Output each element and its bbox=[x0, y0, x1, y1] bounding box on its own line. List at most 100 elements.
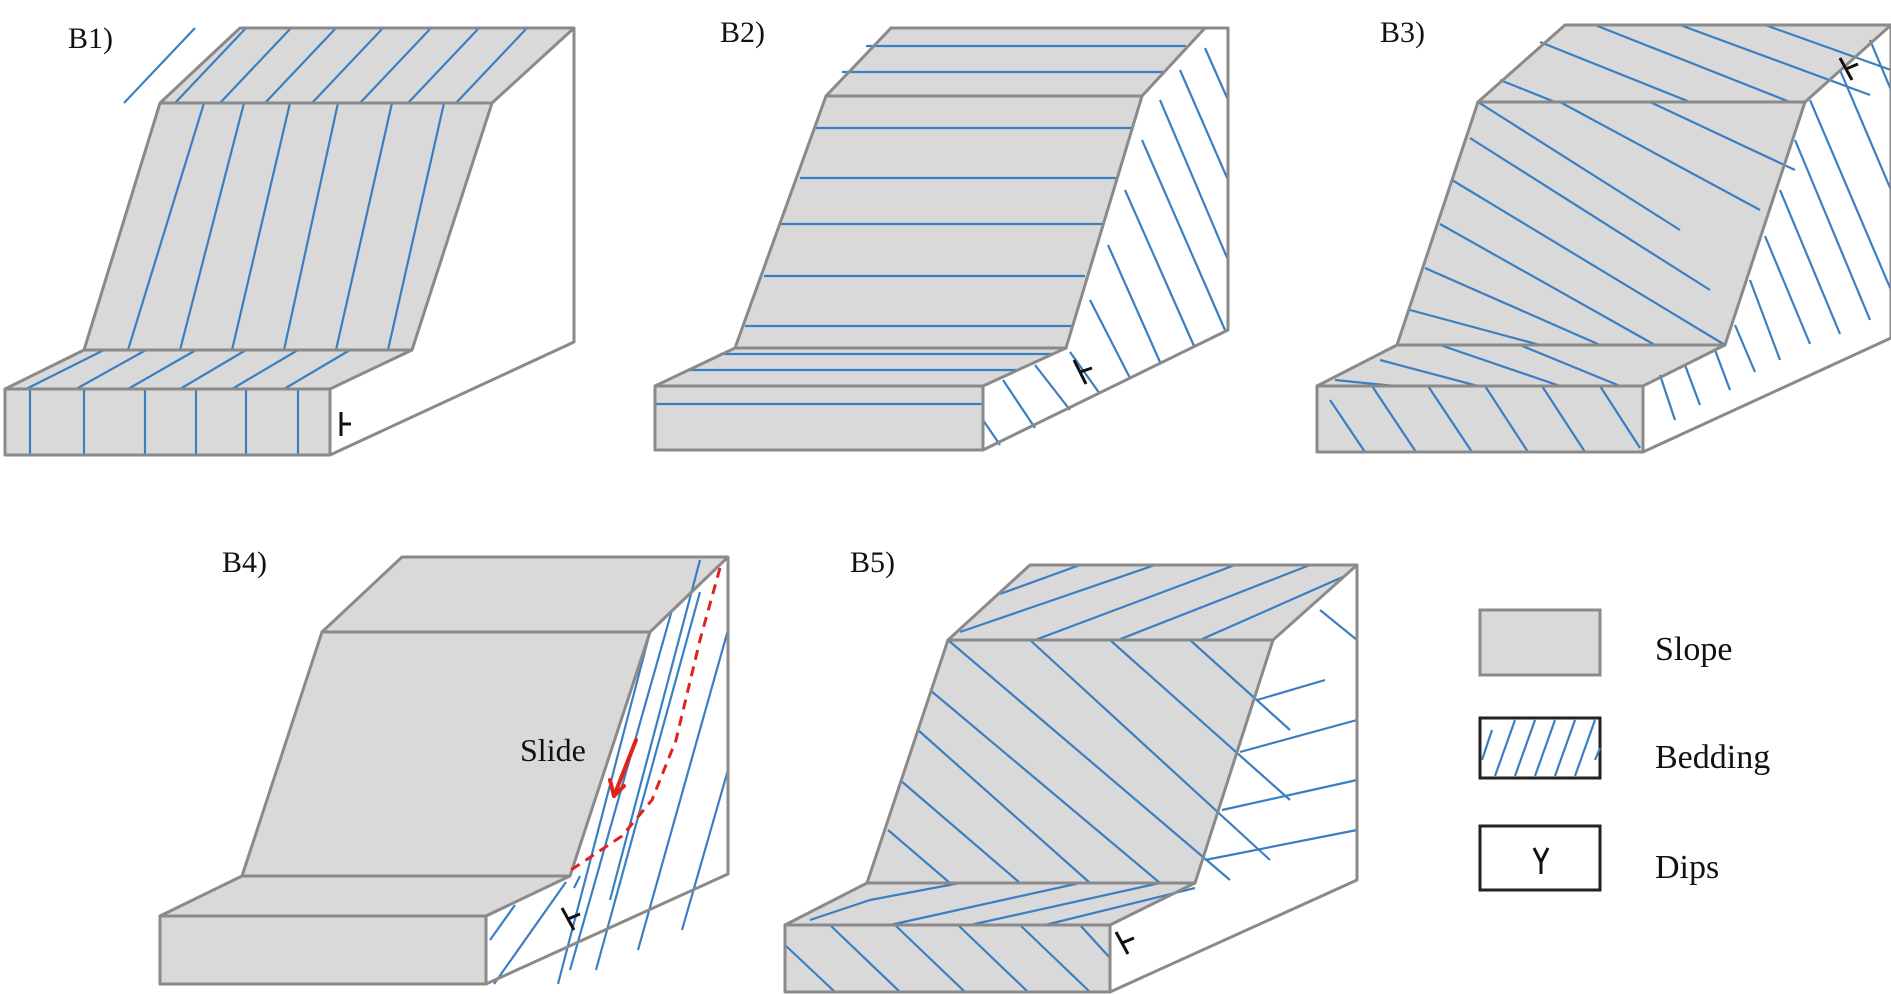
b1-faces bbox=[5, 28, 574, 455]
b3-dip-symbol bbox=[1838, 57, 1859, 81]
legend-dips-label: Dips bbox=[1655, 849, 1719, 886]
block-outline bbox=[1642, 25, 1891, 454]
bedding-line bbox=[1439, 223, 1656, 346]
slide-arrow-shaft bbox=[612, 738, 638, 798]
bedding-line bbox=[869, 881, 961, 902]
bedding-line bbox=[1256, 678, 1326, 702]
bedding-line bbox=[887, 829, 951, 884]
b2-bedding-lines bbox=[655, 44, 1230, 446]
bedding-line bbox=[917, 729, 1091, 884]
b1-label: B1) bbox=[68, 22, 113, 55]
b2-dip-symbol bbox=[1072, 359, 1093, 385]
bedding-line bbox=[283, 349, 351, 390]
bedding-line bbox=[680, 769, 730, 931]
bedding-line bbox=[231, 349, 299, 390]
bedding-line bbox=[230, 102, 292, 351]
bedding-line bbox=[1109, 639, 1291, 801]
bedding-line bbox=[1539, 40, 1691, 104]
bedding-line bbox=[282, 102, 340, 351]
b1-dip-symbol bbox=[339, 412, 351, 436]
bedding-line bbox=[999, 563, 1081, 596]
b4-bedding-lines bbox=[489, 559, 730, 985]
bedding-line bbox=[455, 27, 528, 104]
b4-slope-face bbox=[242, 632, 650, 876]
bedding-line bbox=[1808, 99, 1891, 291]
bedding-line bbox=[311, 27, 384, 104]
legend-dip-symbol bbox=[1532, 847, 1550, 874]
b1-bench-face bbox=[5, 350, 412, 389]
bedding-line bbox=[1480, 729, 1494, 761]
bedding-line bbox=[1838, 69, 1891, 191]
b4-side-face bbox=[486, 557, 728, 984]
bedding-line bbox=[386, 102, 446, 351]
bedding-line bbox=[334, 102, 394, 351]
b5-side-face bbox=[1110, 565, 1357, 992]
bedding-line bbox=[1239, 718, 1358, 754]
bedding-line bbox=[179, 349, 247, 390]
bedding-line bbox=[1778, 189, 1842, 335]
bedding-line bbox=[1573, 719, 1597, 777]
bedding-line bbox=[1658, 374, 1677, 421]
b2-front-face bbox=[655, 386, 983, 450]
b5-label: B5) bbox=[850, 546, 895, 579]
bedding-line bbox=[126, 102, 206, 351]
bedding-line bbox=[1649, 101, 1796, 171]
bedding-line bbox=[1713, 349, 1732, 391]
b4-front-face bbox=[160, 916, 486, 984]
bedding-line bbox=[1203, 47, 1230, 101]
b2-outlines bbox=[653, 26, 1230, 452]
b2-bench-face bbox=[655, 348, 1066, 386]
bedding-line bbox=[1427, 385, 1473, 453]
bedding-line bbox=[784, 944, 836, 993]
b1-front-face bbox=[5, 389, 330, 455]
b3-label: B3) bbox=[1380, 16, 1425, 49]
bedding-line bbox=[1533, 719, 1557, 777]
bedding-line bbox=[1499, 78, 1556, 104]
bedding-line bbox=[1541, 385, 1586, 453]
b1-outlines bbox=[3, 26, 576, 457]
bedding-line bbox=[957, 924, 1029, 993]
bedding-line bbox=[1199, 574, 1346, 642]
legend-bedding-label: Bedding bbox=[1655, 739, 1770, 776]
b5-top-face bbox=[948, 565, 1357, 640]
bedding-line bbox=[1493, 719, 1517, 777]
bedding-line bbox=[407, 27, 480, 104]
bedding-line bbox=[573, 875, 581, 889]
legend: Slope Bedding Dips bbox=[1478, 608, 1770, 892]
bedding-line bbox=[959, 563, 1156, 634]
bedding-line bbox=[1733, 324, 1757, 373]
bedding-line bbox=[1069, 351, 1101, 395]
bedding-line bbox=[556, 631, 652, 985]
bedding-line bbox=[1117, 563, 1311, 642]
bedding-line bbox=[1763, 235, 1812, 345]
b2-faces bbox=[655, 28, 1228, 450]
bedding-line bbox=[1034, 563, 1236, 642]
bedding-line bbox=[1764, 23, 1891, 72]
slide-surface bbox=[567, 567, 722, 874]
b1-top-face bbox=[160, 28, 574, 103]
block-outline bbox=[982, 26, 1230, 452]
bedding-line bbox=[1319, 609, 1358, 641]
bedding-line bbox=[1868, 39, 1891, 91]
bedding-line bbox=[1484, 385, 1529, 453]
b4-top-face bbox=[322, 557, 728, 632]
bedding-line bbox=[894, 924, 966, 993]
b3-bench-face bbox=[1317, 345, 1725, 386]
b2-side-face bbox=[983, 28, 1228, 450]
bedding-line bbox=[889, 881, 1081, 927]
b3-top-face bbox=[1478, 25, 1891, 102]
bedding-line bbox=[1034, 364, 1071, 411]
bedding-line bbox=[174, 27, 247, 104]
slide-label: Slide bbox=[520, 732, 586, 768]
b4-faces bbox=[160, 557, 728, 984]
bedding-line bbox=[1679, 23, 1871, 97]
bedding-line bbox=[929, 689, 1161, 884]
b5-bedding-lines bbox=[784, 563, 1358, 993]
bedding-line bbox=[594, 591, 702, 971]
b1-bedding-lines bbox=[25, 27, 528, 455]
bedding-line bbox=[1439, 343, 1561, 388]
bedding-line bbox=[1029, 639, 1271, 861]
b2-label: B2) bbox=[720, 16, 765, 49]
bedding-line bbox=[1683, 364, 1702, 406]
block-outline bbox=[329, 28, 576, 457]
